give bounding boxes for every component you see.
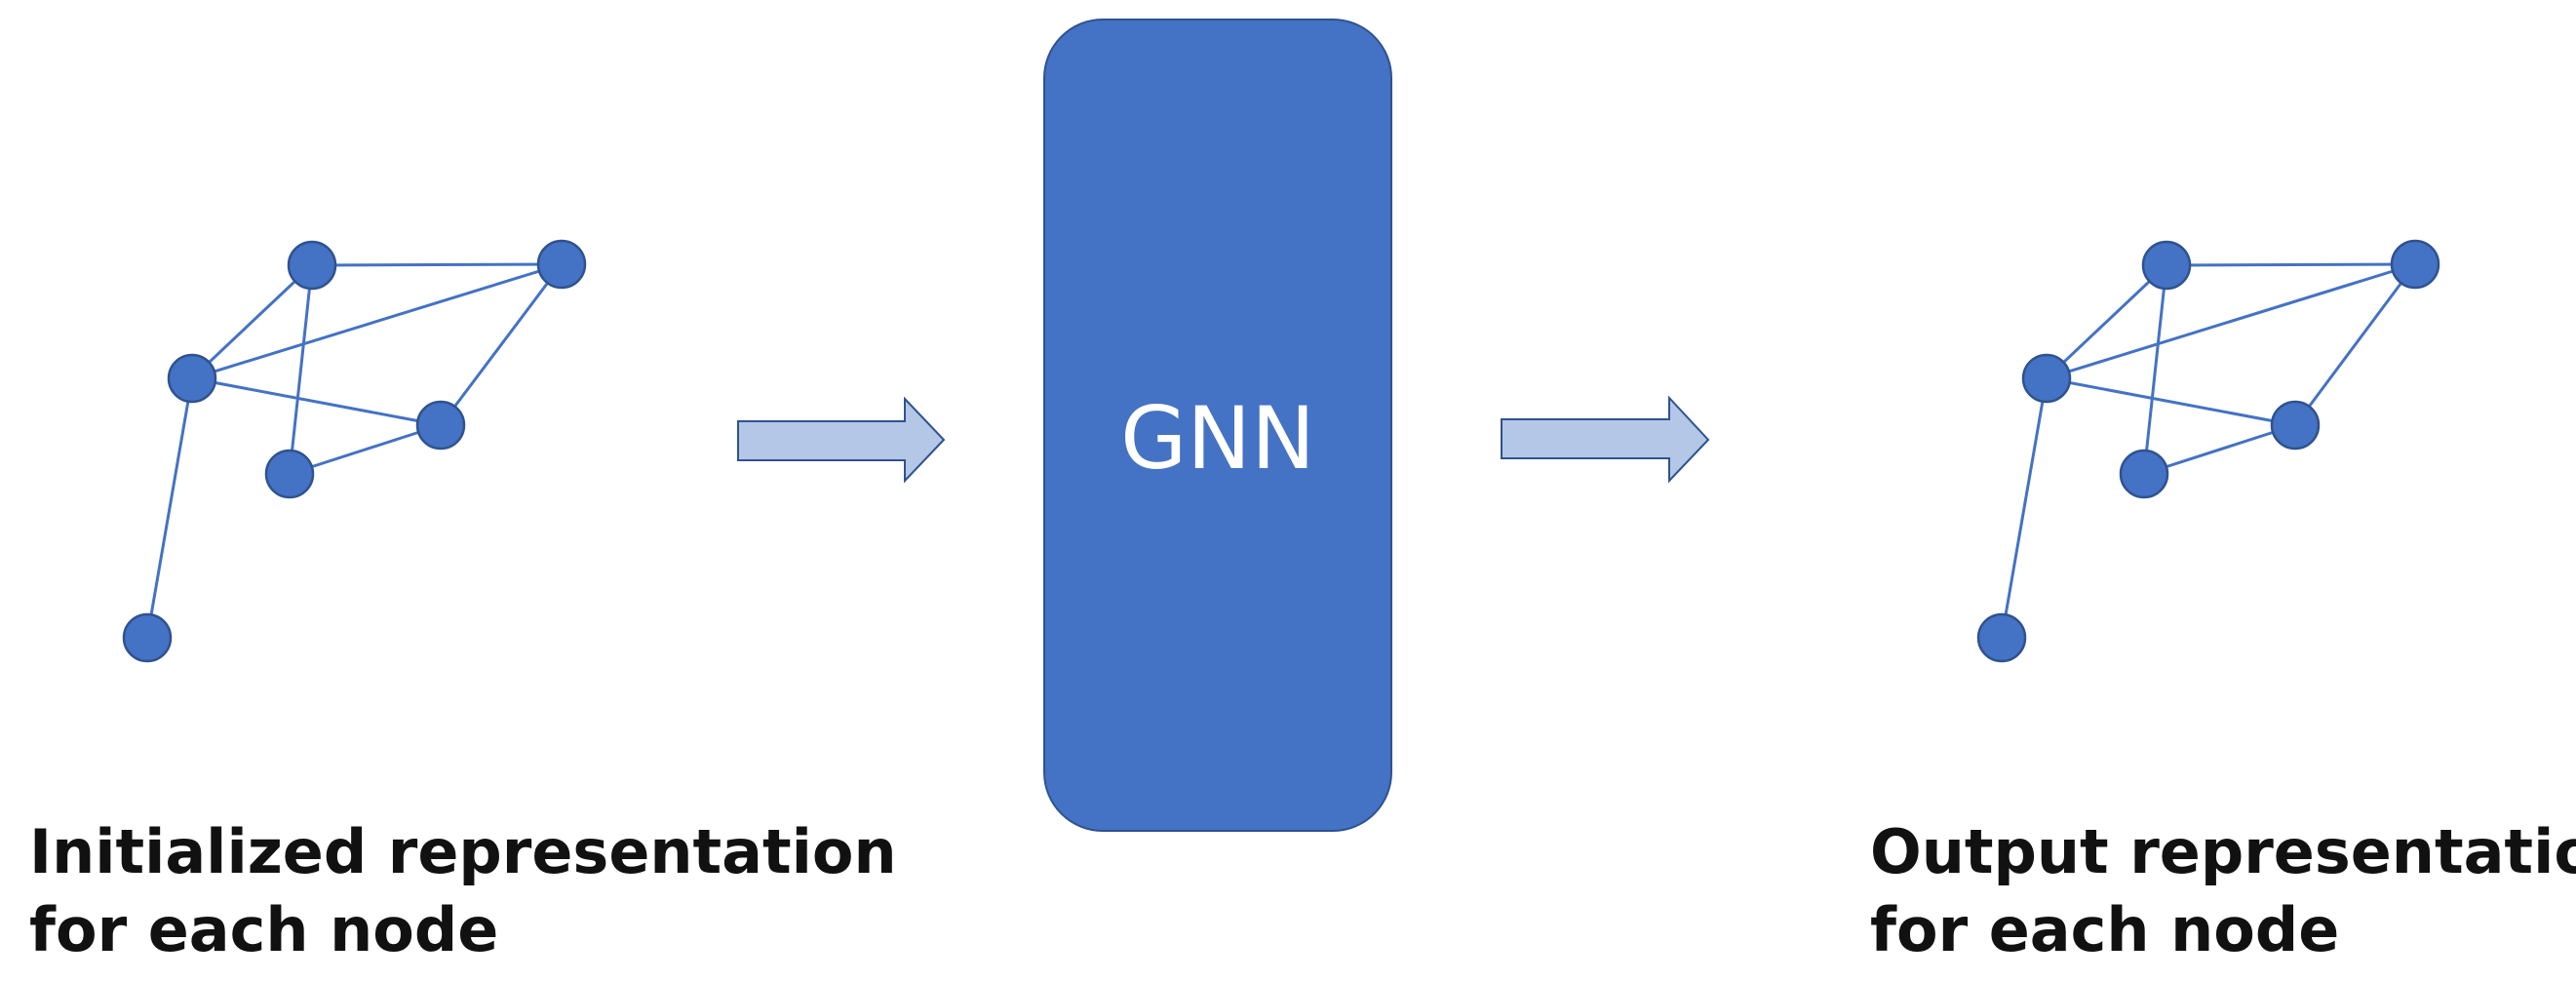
output-graph-edge-n2-n5: [2293, 263, 2417, 426]
arrow-to-gnn: [737, 396, 946, 484]
output-caption-line1: Output representation: [1870, 816, 2576, 887]
input-graph-node-n1: [287, 240, 337, 291]
input-graph-node-n2: [536, 239, 587, 290]
input-graph: [122, 239, 587, 663]
input-graph-edge-n1-n3: [190, 263, 314, 380]
output-graph-node-n6: [1976, 612, 2027, 663]
input-graph-node-n6: [122, 612, 173, 663]
gnn-box: [1043, 19, 1392, 832]
output-graph-edge-n1-n3: [2045, 263, 2168, 380]
output-graph-edge-n3-n6: [2000, 377, 2049, 639]
output-graph-edge-n1-n2: [2166, 262, 2416, 267]
output-graph-edge-n2-n3: [2046, 262, 2416, 380]
output-graph-node-n2: [2390, 239, 2440, 290]
arrow-from-gnn: [1501, 395, 1710, 484]
input-caption-line1: Initialized representation: [29, 816, 897, 887]
input-graph-edge-n5-n4: [289, 423, 442, 476]
input-graph-edge-n2-n3: [191, 262, 563, 380]
gnn-label: GNN: [1120, 388, 1315, 489]
input-caption-line2: for each node: [29, 894, 499, 965]
output-graph-node-n3: [2021, 353, 2072, 404]
input-graph-node-n5: [415, 400, 466, 451]
output-graph-edge-n3-n5: [2046, 376, 2296, 427]
output-graph-edge-n1-n4: [2142, 264, 2168, 475]
output-caption: Output representation for each node: [1870, 813, 2576, 969]
input-graph-edge-n3-n6: [145, 377, 194, 639]
output-graph-node-n4: [2119, 449, 2169, 499]
output-graph-node-n5: [2270, 400, 2321, 451]
input-caption: Initialized representation for each node: [29, 813, 897, 969]
output-graph-node-n1: [2141, 240, 2192, 291]
output-graph: [1976, 239, 2440, 663]
input-graph-edge-n1-n4: [288, 264, 314, 475]
input-graph-edge-n2-n5: [439, 263, 564, 426]
output-graph-edge-n5-n4: [2143, 423, 2296, 476]
input-graph-edge-n1-n2: [311, 262, 563, 267]
input-graph-node-n4: [264, 449, 315, 499]
output-caption-line2: for each node: [1870, 894, 2340, 965]
input-graph-edge-n3-n5: [191, 376, 442, 427]
input-graph-node-n3: [167, 353, 217, 404]
